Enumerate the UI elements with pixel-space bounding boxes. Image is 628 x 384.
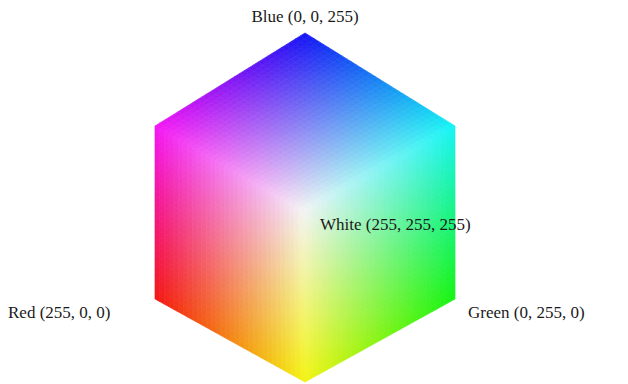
color-cell <box>235 338 240 346</box>
color-cell <box>178 307 183 315</box>
color-cell <box>155 294 160 302</box>
color-cell <box>174 304 179 312</box>
color-cell <box>253 348 258 356</box>
color-cell <box>291 369 296 377</box>
color-cell <box>202 320 207 328</box>
color-cell <box>160 296 165 304</box>
color-cell <box>211 325 216 333</box>
color-cell <box>244 343 249 351</box>
color-cell <box>230 335 235 343</box>
color-cell <box>263 353 268 361</box>
color-cell <box>197 317 202 325</box>
color-cell <box>267 356 272 364</box>
color-cell <box>277 361 282 369</box>
color-cell <box>183 309 188 317</box>
color-cell <box>216 327 221 335</box>
color-cell <box>188 312 193 320</box>
color-cell <box>239 340 244 348</box>
color-cell <box>225 333 230 341</box>
color-cell <box>272 358 277 366</box>
color-cell <box>164 299 169 307</box>
color-cell <box>169 301 174 309</box>
color-cell <box>249 346 254 354</box>
color-cell <box>207 322 212 330</box>
color-cell <box>282 364 287 372</box>
cube-faces <box>155 33 455 382</box>
color-cell <box>286 366 291 374</box>
color-cell <box>258 351 263 359</box>
color-cell <box>192 314 197 322</box>
color-cell <box>221 330 226 338</box>
